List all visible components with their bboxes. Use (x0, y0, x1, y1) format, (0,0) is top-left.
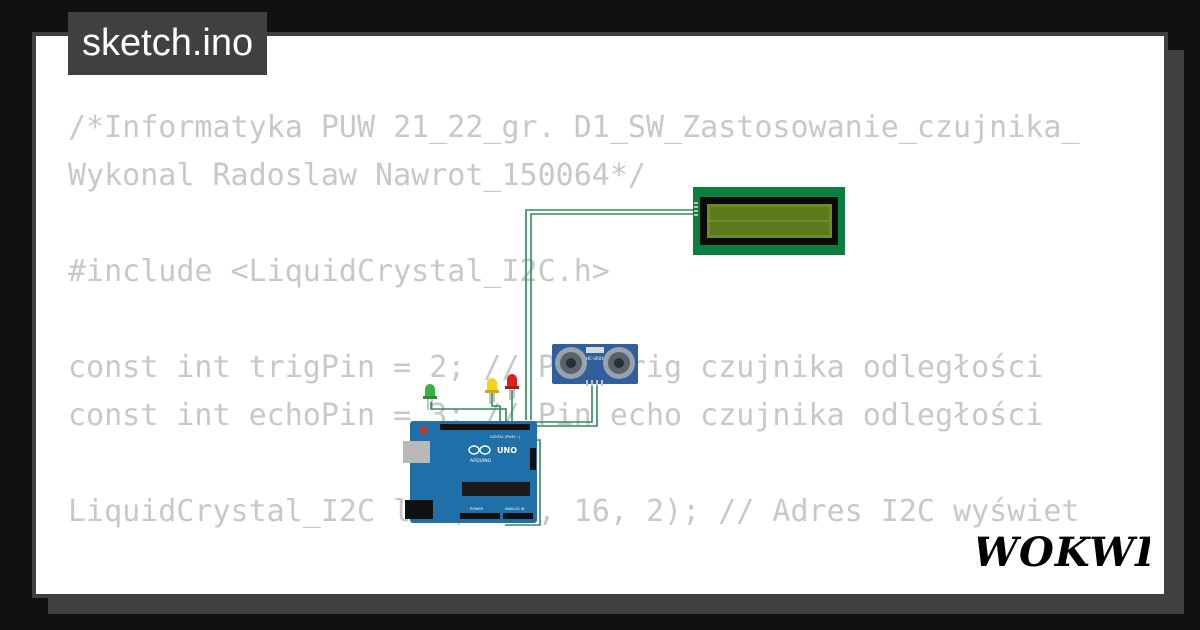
arduino-logo (468, 445, 491, 455)
code-line: Wykonal Radoslaw Nawrot_150064*/ (68, 158, 646, 193)
filename-tab: sketch.ino (68, 12, 268, 75)
sensor-label: HC-SR04 (586, 356, 604, 361)
wire-sensor-echo (516, 382, 598, 427)
code-line: #include <LiquidCrystal_I2C.h> (68, 254, 610, 289)
code-line: /*Informatyka PUW 21_22_gr. D1_SW_Zastos… (68, 110, 1080, 145)
ultrasonic-sensor: HC-SR04 (552, 344, 638, 386)
code-line: const int trigPin = 2; // Pin trig czujn… (68, 350, 1044, 385)
arduino-uno-board: UNO ARDUINO DIGITAL (PWM ~) POWER ANALOG… (403, 421, 537, 523)
wire-lcd-sda (525, 209, 698, 420)
led-green (423, 384, 437, 410)
board-digital-label: DIGITAL (PWM ~) (490, 435, 521, 439)
wire-led-yellow (491, 392, 501, 422)
wokwi-logo-text: WOKWI (978, 529, 1150, 576)
code-line: const int greenLED = 4; // Pin zielonej … (68, 584, 1134, 594)
wire-sensor-trig (522, 382, 593, 423)
led-red (505, 374, 519, 400)
preview-card: /*Informatyka PUW 21_22_gr. D1_SW_Zastos… (32, 32, 1168, 598)
lcd-display (693, 187, 845, 255)
wires (430, 209, 698, 526)
wire-led-green (430, 402, 507, 422)
wokwi-logo: WOKWI (978, 529, 1150, 576)
led-yellow (485, 378, 499, 404)
wire-gnd (505, 439, 541, 526)
wire-lcd-scl (530, 213, 698, 420)
board-model-label: UNO (497, 446, 517, 455)
board-brand-label: ARDUINO (470, 458, 492, 464)
board-analog-label: ANALOG IN (505, 507, 525, 511)
board-power-label: POWER (470, 507, 484, 511)
